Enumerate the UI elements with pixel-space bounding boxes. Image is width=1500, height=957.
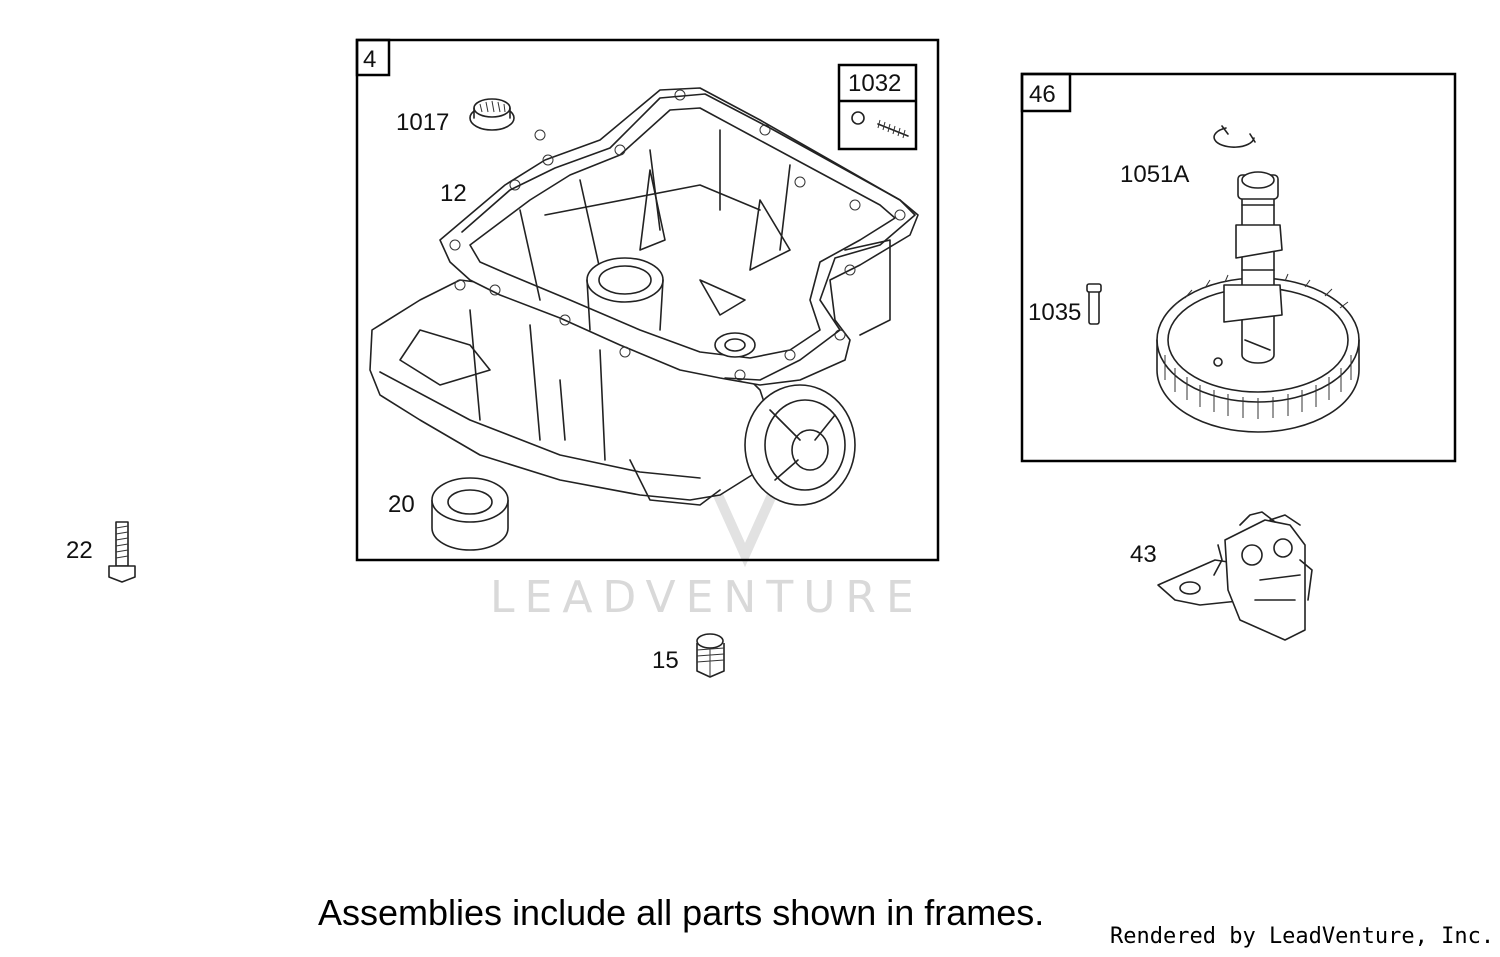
part-22-label: 22	[66, 537, 93, 564]
frame-1032[interactable]: 1032	[837, 63, 918, 151]
check-ball-icon	[851, 111, 865, 125]
camshaft-gear-icon[interactable]	[1156, 171, 1360, 433]
bolt-icon[interactable]	[108, 521, 136, 583]
frame-4-label: 4	[363, 46, 376, 73]
part-1017-label: 1017	[396, 109, 449, 136]
retaining-ring-icon[interactable]	[1213, 125, 1256, 148]
breather-cap-icon[interactable]	[469, 98, 515, 131]
governor-assembly-icon[interactable]	[1157, 511, 1313, 641]
part-1051A-label: 1051A	[1120, 161, 1189, 188]
compression-release-pin-icon[interactable]	[1086, 283, 1102, 325]
oil-seal-icon[interactable]	[431, 477, 509, 551]
plug-icon[interactable]	[696, 633, 725, 678]
part-1035-label: 1035	[1028, 299, 1081, 326]
credit-text: Rendered by LeadVenture, Inc.	[1110, 924, 1494, 949]
part-12-label: 12	[440, 180, 467, 207]
frame-4[interactable]: 4	[355, 38, 940, 562]
frame-1032-label: 1032	[848, 70, 901, 97]
gasket-icon[interactable]	[461, 93, 916, 381]
frame-46[interactable]: 46	[1020, 72, 1457, 463]
part-15-label: 15	[652, 647, 679, 674]
watermark-text: LEADVENTURE	[490, 572, 924, 623]
part-43-label: 43	[1130, 541, 1157, 568]
spring-icon	[877, 119, 909, 139]
frame-46-label: 46	[1029, 81, 1056, 108]
engine-sump-icon[interactable]	[369, 87, 919, 506]
caption-text: Assemblies include all parts shown in fr…	[318, 892, 1044, 933]
part-20-label: 20	[388, 491, 415, 518]
